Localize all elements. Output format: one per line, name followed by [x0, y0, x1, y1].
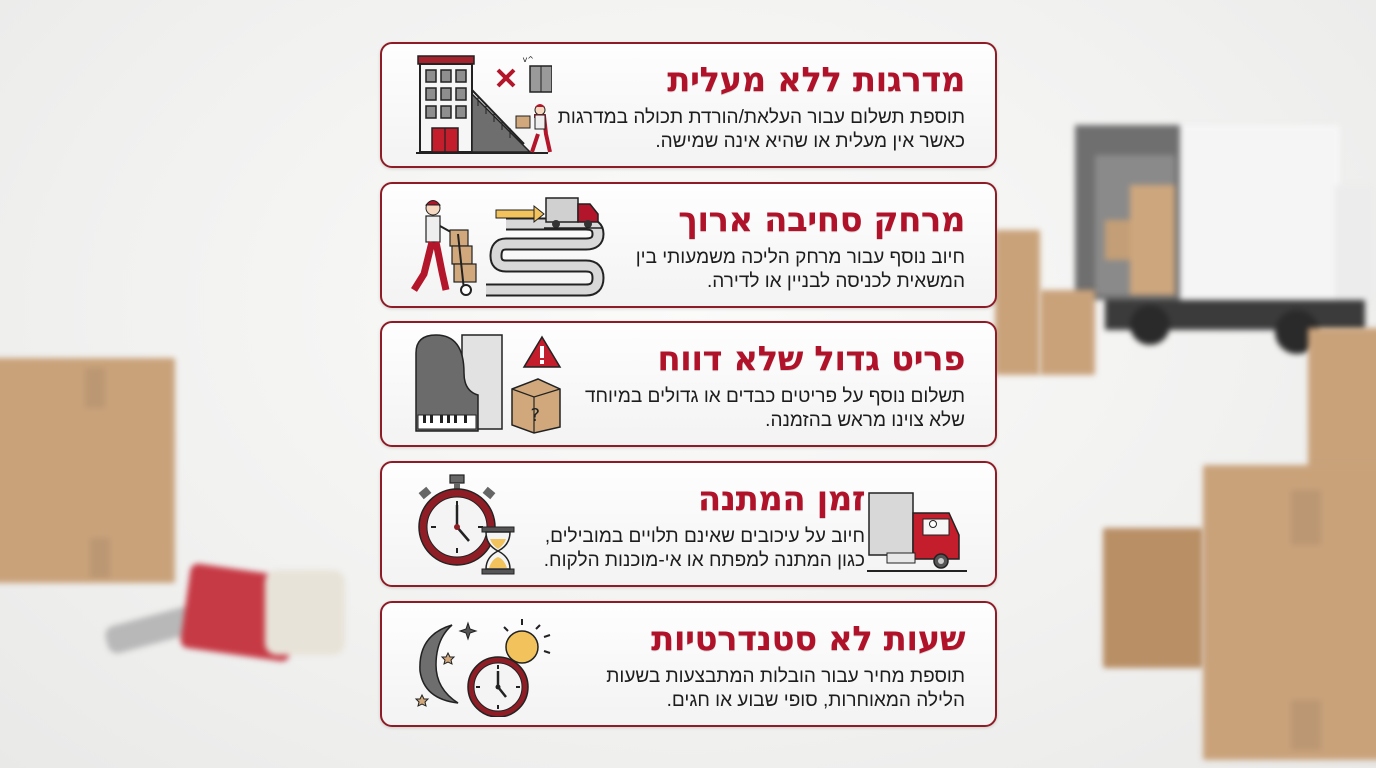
card-description: תוספת תשלום עבור העלאת/הורדת תכולה במדרג…	[558, 106, 965, 154]
card-stairs-no-elevator: מדרגות ללא מעלית תוספת תשלום עבור העלאת/…	[380, 42, 997, 168]
card-title: זמן המתנה	[697, 479, 866, 519]
background-box-left	[0, 358, 175, 583]
card-waiting-time: זמן המתנה חיוב על עיכובים שאינם תלויים ב…	[380, 461, 997, 587]
background-box-right	[1308, 328, 1376, 478]
background-tape-dispenser	[103, 560, 345, 670]
background-box-right	[1103, 528, 1203, 668]
stopwatch-hourglass-icon	[418, 474, 515, 575]
card-long-carry-distance: מרחק סחיבה ארוך חיוב נוסף עבור מרחק הליכ…	[380, 182, 997, 308]
card-description-line: תוספת מחיר עבור הובלות המתבצעות בשעות	[606, 666, 965, 687]
background-box	[1040, 290, 1095, 375]
moving-truck-icon	[867, 492, 967, 572]
card-description: תשלום נוסף על פריטים כבדים או גדולים במי…	[585, 385, 965, 433]
card-title: פריט גדול שלא דווח	[657, 339, 965, 379]
card-description-line: חיוב על עיכובים שאינם תלויים במובילים,	[544, 526, 865, 547]
card-description: חיוב על עיכובים שאינם תלויים במובילים, כ…	[544, 525, 865, 573]
card-non-standard-hours: שעות לא סטנדרטיות תוספת מחיר עבור הובלות…	[380, 601, 997, 727]
card-description-line: כאשר אין מעלית או שהיא אינה שמישה.	[655, 131, 965, 152]
card-description-line: תוספת תשלום עבור העלאת/הורדת תכולה במדרג…	[557, 107, 965, 128]
background-truck	[1075, 125, 1375, 365]
hand-truck-long-path-icon	[411, 197, 605, 297]
card-title: מרחק סחיבה ארוך	[678, 200, 965, 240]
card-description: חיוב נוסף עבור מרחק הליכה משמעותי בין המ…	[636, 246, 965, 294]
piano-box-warning-icon: ?	[415, 334, 562, 434]
moon-sun-clock-icon	[414, 619, 551, 717]
card-description-line: תשלום נוסף על פריטים כבדים או גדולים במי…	[584, 386, 965, 407]
card-title: שעות לא סטנדרטיות	[651, 619, 965, 659]
building-stairs-no-elevator-icon: ^v	[416, 55, 552, 154]
card-description-line: שלא צוינו מראש בהזמנה.	[765, 410, 965, 431]
card-description-line: כגון המתנה למפתח או אי-מוכנות הלקוח.	[543, 550, 865, 571]
card-description-line: המשאית לכניסה לבניין או לדירה.	[707, 271, 965, 292]
card-description-line: הלילה המאוחרות, סופי שבוע או חגים.	[666, 690, 965, 711]
card-description: תוספת מחיר עבור הובלות המתבצעות בשעות הל…	[606, 665, 965, 713]
svg-text:^v: ^v	[523, 55, 534, 64]
card-description-line: חיוב נוסף עבור מרחק הליכה משמעותי בין	[635, 247, 965, 268]
card-title: מדרגות ללא מעלית	[667, 60, 965, 100]
card-unreported-large-item: פריט גדול שלא דווח תשלום נוסף על פריטים …	[380, 321, 997, 447]
svg-text:?: ?	[530, 405, 540, 426]
background-box-right	[1203, 465, 1376, 760]
background-box	[995, 230, 1040, 375]
